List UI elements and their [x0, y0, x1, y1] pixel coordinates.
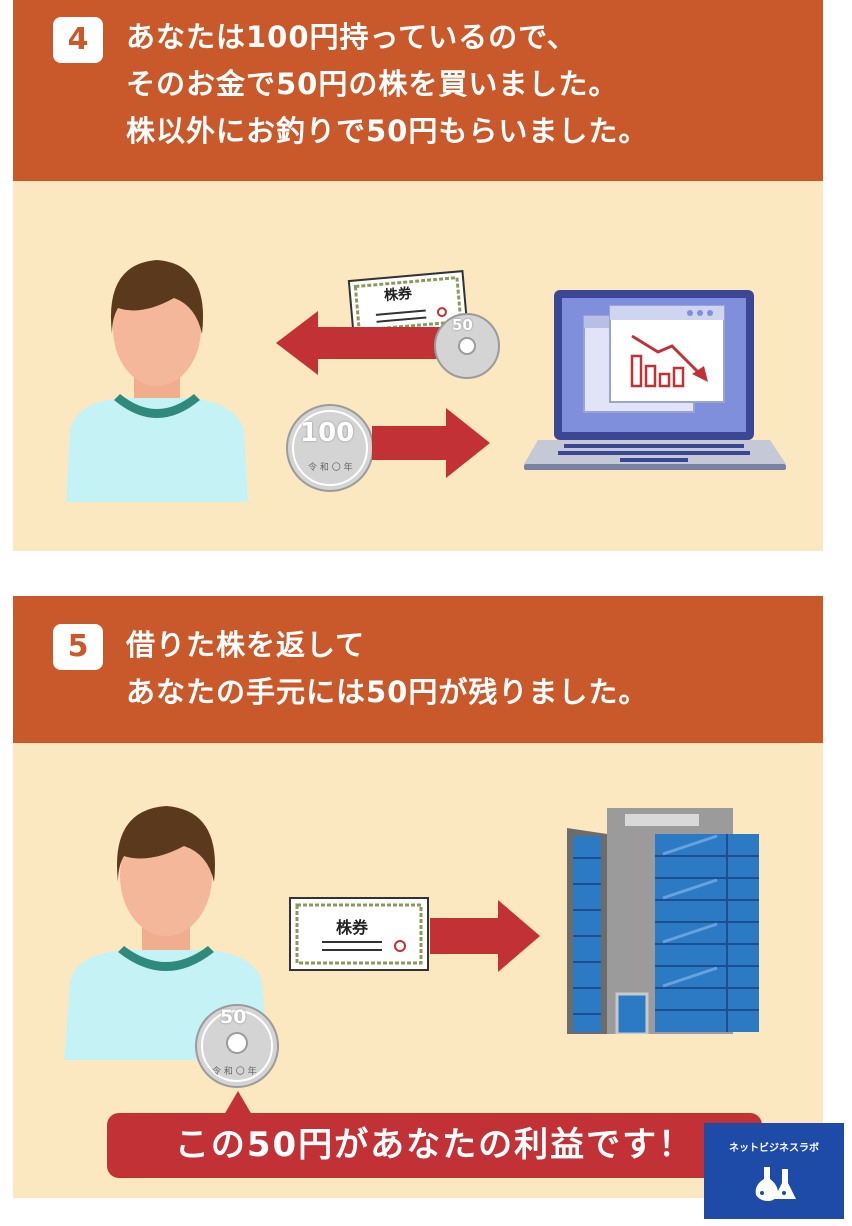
coin-100-icon: [286, 404, 374, 492]
stock-certificate-icon: [347, 270, 469, 338]
coin-50-icon: [434, 313, 500, 379]
step-badge-5: 5: [53, 624, 103, 670]
coin-50-small-text: 令 和 〇 年: [212, 1067, 257, 1077]
coin-50-label: 50: [452, 316, 473, 334]
arrow-right-icon: [430, 900, 540, 972]
stock-certificate-icon: [289, 897, 429, 971]
profit-callout: この50円があなたの利益です！: [107, 1113, 762, 1178]
panel-step-5-text: 借りた株を返して あなたの手元には50円が残りました。: [126, 622, 648, 716]
stock-chart-icon: [630, 334, 708, 388]
panel-step-4-line-3: 株以外にお釣りで50円もらいました。: [126, 114, 649, 148]
panel-step-4: 4 あなたは100円持っているので、 そのお金で50円の株を買いました。 株以外…: [13, 0, 823, 551]
brand-logo-text: ネットビジネスラボ: [729, 1143, 819, 1154]
person-icon: [66, 260, 248, 502]
panel-step-4-header: 4 あなたは100円持っているので、 そのお金で50円の株を買いました。 株以外…: [13, 0, 823, 181]
building-icon: [567, 808, 759, 1034]
stock-certificate-label: 株券: [383, 285, 413, 305]
flask-icon: [755, 1167, 796, 1201]
panel-step-5-line-2: あなたの手元には50円が残りました。: [126, 675, 649, 709]
panel-step-4-line-1: あなたは100円持っているので、: [126, 20, 577, 54]
panel-step-5-line-1: 借りた株を返して: [126, 628, 366, 662]
coin-50-icon: [195, 1004, 279, 1088]
coin-100-small-text: 令 和 〇 年: [308, 463, 353, 473]
coin-100-label: 100: [300, 418, 355, 448]
panel-step-5-header: 5 借りた株を返して あなたの手元には50円が残りました。: [13, 596, 823, 743]
brand-logo: ネットビジネスラボ: [704, 1123, 844, 1219]
panel-step-4-text: あなたは100円持っているので、 そのお金で50円の株を買いました。 株以外にお…: [126, 14, 648, 155]
callout-tail: [224, 1091, 252, 1115]
arrow-left-icon: [276, 311, 451, 375]
stock-certificate-label: 株券: [336, 918, 369, 937]
panel-step-4-line-2: そのお金で50円の株を買いました。: [126, 67, 619, 101]
arrow-right-icon: [372, 408, 490, 478]
laptop-icon: [524, 290, 786, 470]
coin-50-label: 50: [220, 1006, 247, 1028]
step-badge-4: 4: [53, 17, 103, 63]
